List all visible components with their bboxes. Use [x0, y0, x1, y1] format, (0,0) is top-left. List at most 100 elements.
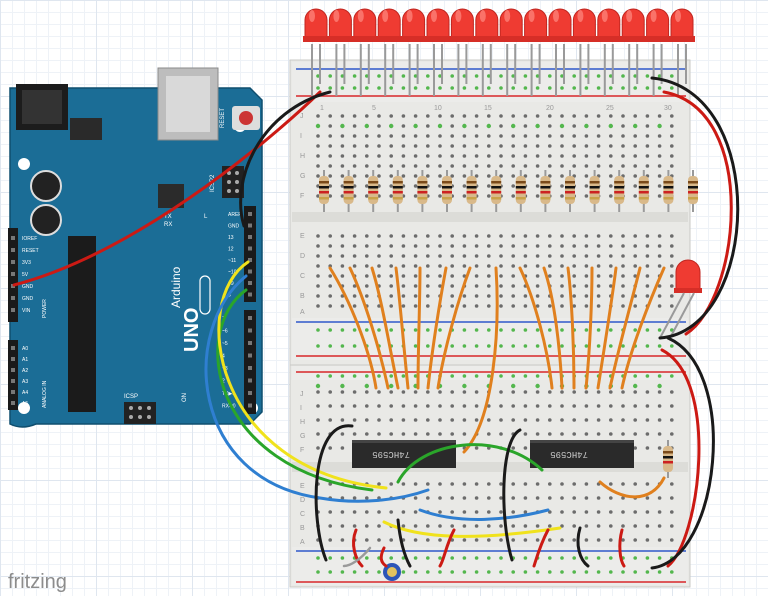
svg-text:H: H — [300, 419, 305, 426]
breadboard-top: J I H G F E D C B A 1 5 10 15 20 25 30 — [289, 59, 691, 366]
extra-led — [659, 259, 702, 339]
svg-text:25: 25 — [606, 105, 614, 112]
svg-text:J: J — [300, 391, 304, 398]
svg-text:H: H — [300, 153, 305, 160]
wire-black-right — [650, 76, 740, 340]
fritzing-watermark: fritzing — [8, 571, 67, 593]
chip-label: 74HC595 — [550, 449, 588, 459]
resistor-icon — [688, 170, 698, 212]
svg-text:G: G — [300, 433, 305, 440]
led-icon — [400, 8, 427, 96]
reset-button-cap[interactable] — [239, 111, 253, 125]
chip-label: 74HC595 — [372, 449, 410, 459]
power-pin-label: GND — [22, 296, 34, 302]
analog-pin-label: A4 — [22, 390, 28, 396]
wire-orange-group-2 — [518, 266, 666, 499]
led-icon — [327, 8, 354, 96]
row-letters-bottom-left: J I H G F E D C B A — [300, 391, 305, 546]
digital-pin-label: ~5 — [222, 341, 228, 347]
led-icon — [473, 8, 500, 96]
tx-label: TX — [164, 214, 172, 220]
wire-red-j3 — [532, 528, 550, 568]
on-label: ON — [182, 393, 188, 402]
power-pin-label: 5V — [22, 272, 29, 278]
reset-label: RESET — [220, 108, 226, 128]
resistor-icon — [565, 170, 575, 212]
led-icon — [303, 8, 329, 96]
potentiometer[interactable] — [383, 563, 401, 581]
led-icon — [620, 8, 647, 96]
svg-text:F: F — [300, 447, 304, 454]
led-icon — [522, 8, 549, 96]
digital-pin-label: 2 — [222, 379, 225, 385]
wire-red-5v — [12, 90, 322, 287]
digital-pin-label: TX▶1 — [222, 391, 235, 397]
wire-yellow-1 — [217, 260, 388, 490]
wire-black-chip1-gnd — [314, 424, 354, 562]
svg-text:30: 30 — [664, 105, 672, 112]
svg-text:ANALOG IN: ANALOG IN — [42, 380, 48, 408]
digital-pin-label: ~6 — [222, 329, 228, 335]
svg-text:G: G — [300, 173, 305, 180]
wire-blue-1 — [204, 274, 430, 503]
wire-black-short — [576, 526, 590, 568]
digital-pin-label: AREF — [228, 212, 241, 218]
resistor-icon — [343, 170, 354, 212]
analog-pin-label: A0 — [22, 346, 28, 352]
wire-black-right-lower — [650, 336, 715, 570]
svg-text:B: B — [300, 293, 305, 300]
power-pin-label: VIN — [22, 308, 31, 314]
digital-pin-label: ~9 — [228, 281, 234, 287]
capacitor — [30, 170, 62, 202]
resistor-icon — [589, 170, 600, 212]
row-letters-top-left: J I H G F E D C B A — [300, 113, 305, 316]
wire-red-j1 — [352, 528, 364, 568]
svg-text:I: I — [300, 405, 302, 412]
led-icon — [669, 8, 695, 96]
resistor-icon — [319, 170, 329, 212]
wire-black-gnd — [239, 90, 332, 228]
resistor-row — [319, 170, 698, 212]
wire-red-j4 — [618, 528, 626, 568]
resistor-icon — [442, 170, 452, 212]
led-icon — [449, 8, 476, 96]
analog-pin-label: A5 — [22, 401, 28, 407]
digital-pin-label: GND — [228, 224, 240, 230]
wire-red-j2 — [438, 528, 456, 568]
resistor-icon — [417, 170, 428, 212]
svg-text:20: 20 — [546, 105, 554, 112]
wire-orange-group-1 — [328, 266, 499, 454]
svg-text:1: 1 — [320, 105, 324, 112]
wire-black-pot — [396, 518, 412, 568]
led-icon — [571, 8, 598, 96]
wire-blue-2 — [418, 508, 550, 521]
digital-pin-label: ~11 — [228, 258, 236, 264]
svg-text:I: I — [300, 133, 302, 140]
svg-text:10: 10 — [434, 105, 442, 112]
resistor-icon — [491, 170, 502, 212]
shift-register-1: 74HC595 — [352, 440, 456, 468]
svg-text:15: 15 — [484, 105, 492, 112]
resistor-icon — [614, 170, 625, 212]
capacitor — [30, 204, 62, 236]
voltage-regulator — [70, 118, 102, 140]
led-icon — [425, 8, 451, 96]
svg-text:D: D — [300, 497, 305, 504]
power-pin-label: RESET — [22, 248, 39, 254]
wire-layer — [12, 76, 740, 570]
resistor-icon — [515, 170, 526, 212]
power-pin-label: GND — [22, 284, 34, 290]
digital-pin-label: 13 — [228, 235, 234, 241]
column-numbers-top: 1 5 10 15 20 25 30 — [320, 105, 672, 112]
svg-text:E: E — [300, 233, 305, 240]
led-row — [303, 8, 695, 96]
resistor-icon — [392, 170, 403, 212]
svg-text:E: E — [300, 483, 305, 490]
wire-gray-pot — [342, 546, 372, 568]
icsp-header: ICSP — [124, 394, 156, 424]
resistor-icon — [663, 170, 674, 212]
